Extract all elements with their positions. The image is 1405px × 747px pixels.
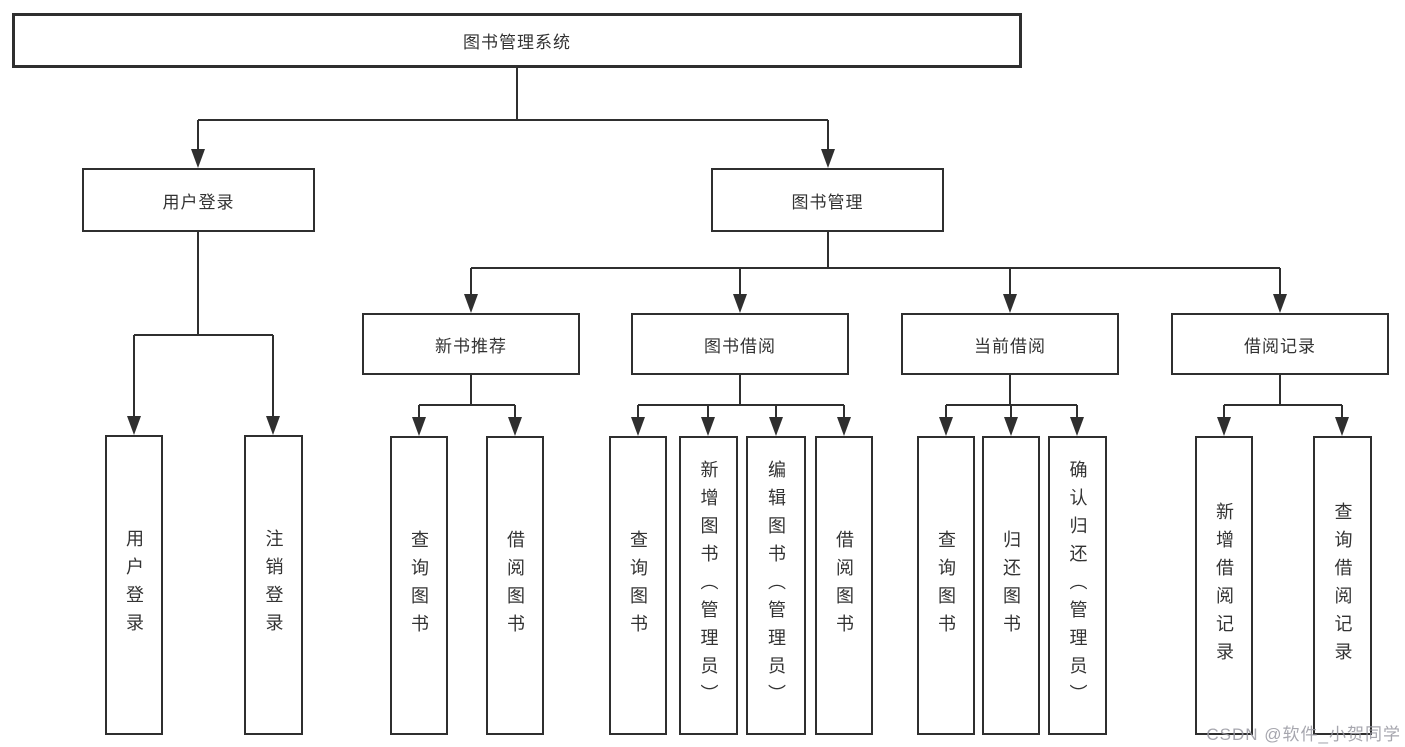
leaf-query-books-borrow: 查询图书 <box>609 436 667 735</box>
leaf-add-borrow-record-label: 新增借阅记录 <box>1214 501 1234 670</box>
leaf-query-books-current-label: 查询图书 <box>936 529 956 642</box>
leaf-edit-book-admin-label: 编辑图书（管理员） <box>766 459 786 712</box>
node-book-management: 图书管理 <box>711 168 944 232</box>
leaf-edit-book-admin: 编辑图书（管理员） <box>746 436 806 735</box>
node-library-management-system: 图书管理系统 <box>12 13 1022 68</box>
leaf-borrow-books-recommend: 借阅图书 <box>486 436 544 735</box>
leaf-return-book-label: 归还图书 <box>1001 529 1021 642</box>
arrowheads <box>127 149 1349 436</box>
leaf-user-login: 用户登录 <box>105 435 163 735</box>
leaf-borrow-books-label: 借阅图书 <box>834 529 854 642</box>
node-user-login: 用户登录 <box>82 168 315 232</box>
leaf-borrow-books: 借阅图书 <box>815 436 873 735</box>
leaf-add-book-admin: 新增图书（管理员） <box>679 436 738 735</box>
leaf-logout: 注销登录 <box>244 435 303 735</box>
leaf-query-books-recommend-label: 查询图书 <box>409 529 429 642</box>
leaf-borrow-books-recommend-label: 借阅图书 <box>505 529 525 642</box>
leaf-query-books-borrow-label: 查询图书 <box>628 529 648 642</box>
leaf-logout-label: 注销登录 <box>263 529 284 641</box>
leaf-add-book-admin-label: 新增图书（管理员） <box>698 459 719 712</box>
leaf-query-books-recommend: 查询图书 <box>390 436 448 735</box>
leaf-confirm-return-admin-label: 确认归还（管理员） <box>1067 459 1088 712</box>
leaf-query-borrow-record: 查询借阅记录 <box>1313 436 1372 735</box>
node-borrowing-records: 借阅记录 <box>1171 313 1389 375</box>
node-new-book-recommendation: 新书推荐 <box>362 313 580 375</box>
leaf-user-login-label: 用户登录 <box>124 529 144 641</box>
leaf-confirm-return-admin: 确认归还（管理员） <box>1048 436 1107 735</box>
node-book-borrowing: 图书借阅 <box>631 313 849 375</box>
leaf-query-borrow-record-label: 查询借阅记录 <box>1332 501 1353 670</box>
node-current-borrowing: 当前借阅 <box>901 313 1119 375</box>
leaf-query-books-current: 查询图书 <box>917 436 975 735</box>
leaf-return-book: 归还图书 <box>982 436 1040 735</box>
leaf-add-borrow-record: 新增借阅记录 <box>1195 436 1253 735</box>
